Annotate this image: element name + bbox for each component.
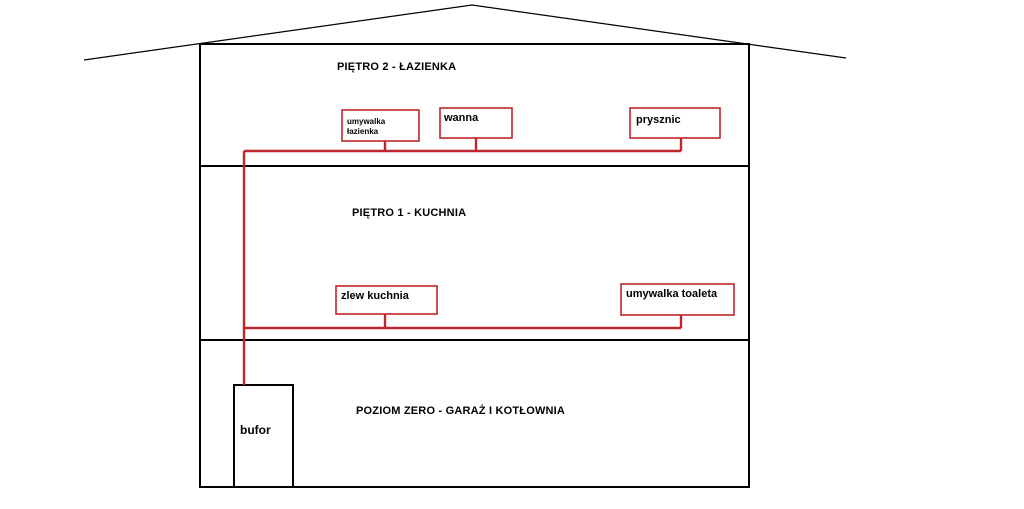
fixture-box-washbasin-bathroom (341, 109, 420, 142)
roof-outline (83, 4, 847, 61)
fixture-label-washbasin-bathroom-line1: umywalka (347, 117, 386, 126)
pipe-network (242, 138, 683, 385)
fixture-label-washbasin-bathroom-line2: łazienka (347, 127, 379, 136)
fixture-label-bathtub: wanna (444, 112, 479, 124)
fixture-label-shower: prysznic (636, 114, 681, 126)
buffer-tank (233, 384, 294, 488)
fixture-box-toilet-washbasin (620, 283, 735, 316)
floor1-title: PIĘTRO 1 - KUCHNIA (352, 207, 467, 219)
buffer-label: bufor (240, 423, 271, 437)
fixture-label-kitchen-sink: zlew kuchnia (341, 290, 409, 302)
fixture-box-kitchen-sink (335, 285, 438, 315)
house-walls (199, 43, 750, 488)
fixture-box-shower (629, 107, 721, 139)
floor2-title: PIĘTRO 2 - ŁAZIENKA (337, 61, 457, 73)
fixture-label-washbasin-bathroom: umywalka łazienka (347, 117, 399, 137)
ground-floor-title: POZIOM ZERO - GARAŻ I KOTŁOWNIA (356, 405, 566, 417)
fixture-label-toilet-washbasin: umywalka toaleta (626, 288, 718, 300)
fixture-box-bathtub (439, 107, 513, 139)
